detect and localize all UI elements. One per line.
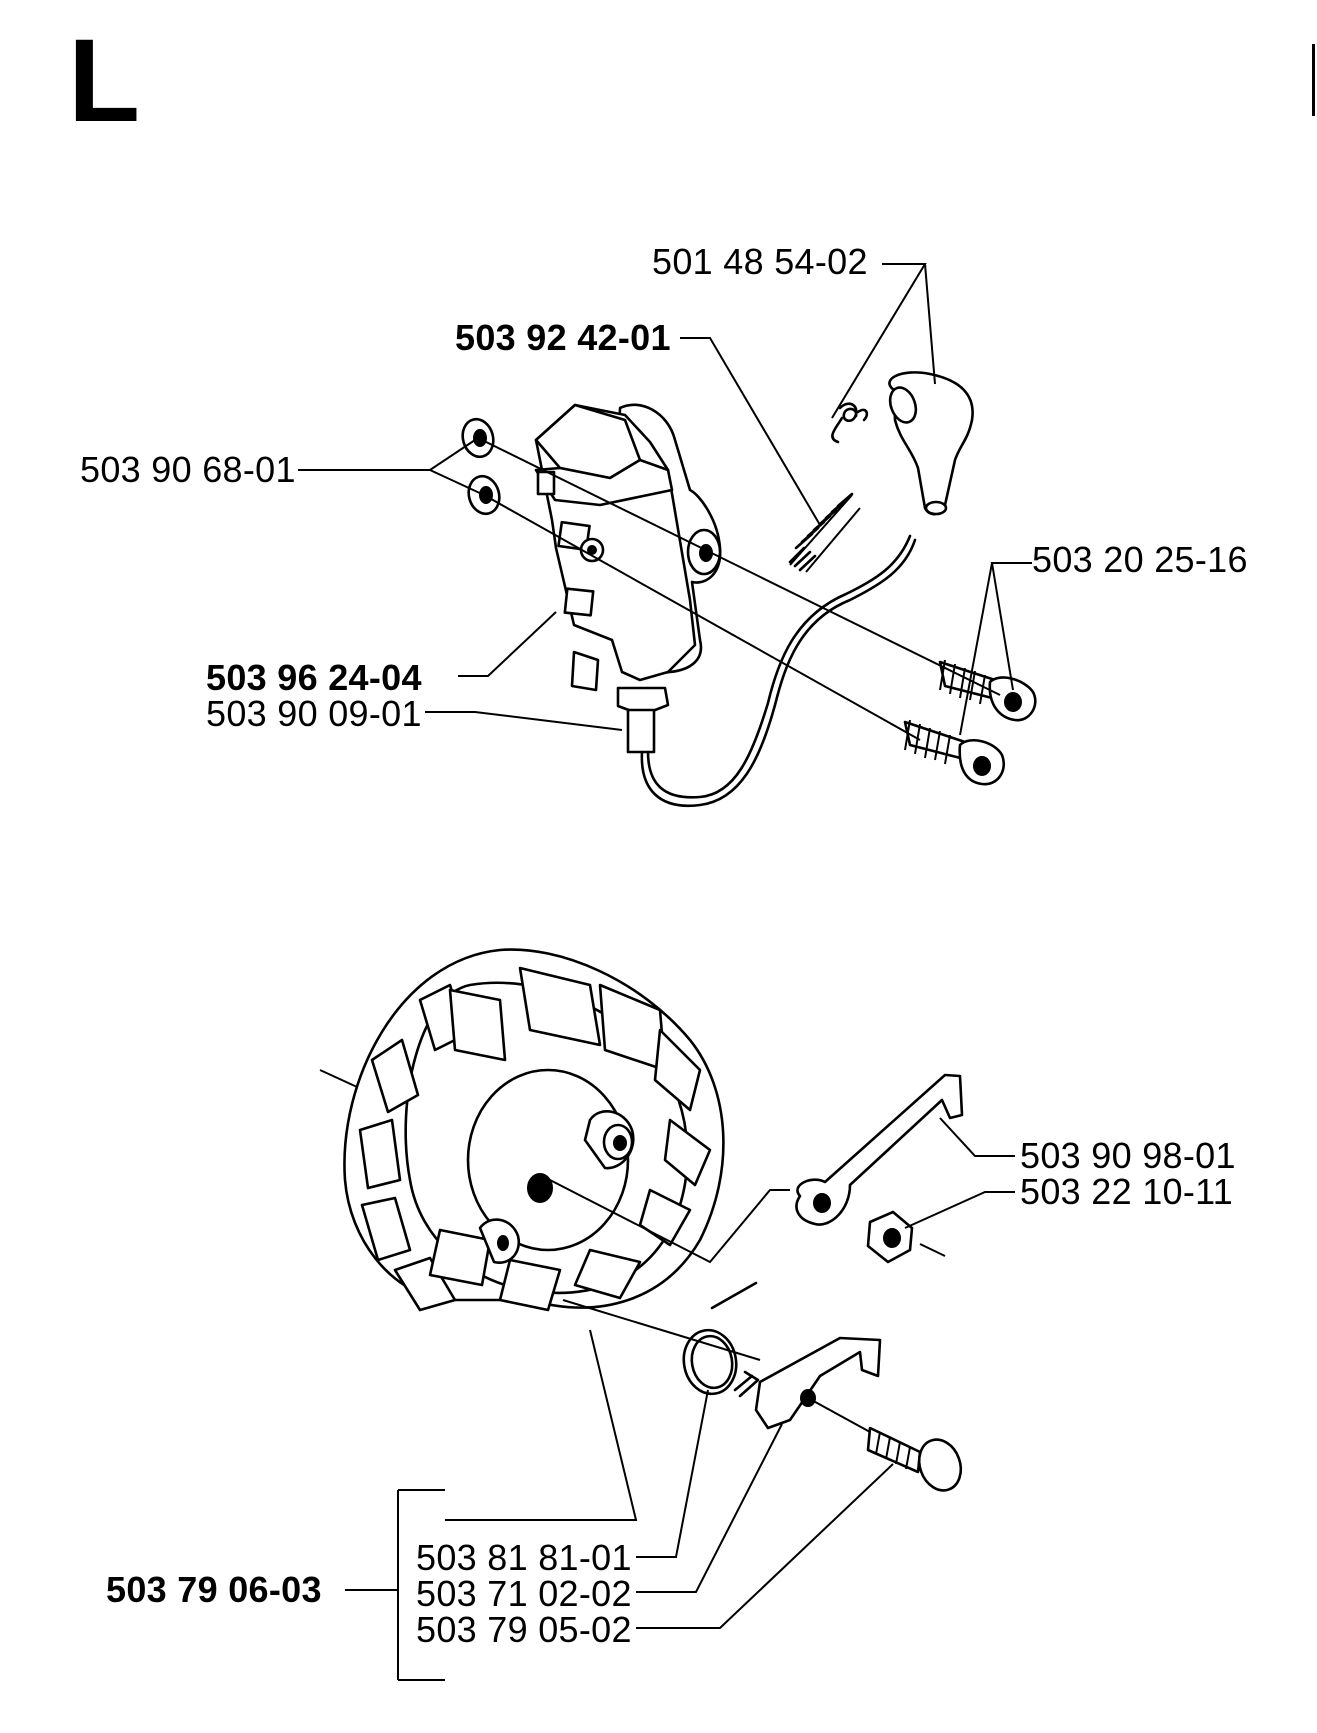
pawl-pin-drawing [807,1397,963,1492]
spark-plug-boot-drawing [831,371,974,516]
part-number-label-503-96-24-04: 503 96 24-04 [206,657,422,698]
part-number-label-503-20-25-16: 503 20 25-16 [1032,539,1248,580]
page-edge-mark [1312,44,1315,116]
part-number-label-501-48-54-02: 501 48 54-02 [652,241,868,282]
top-leader-lines [298,263,1032,741]
part-number-label-503-90-98-01: 503 90 98-01 [1020,1135,1236,1176]
part-number-label-503-22-10-11: 503 22 10-11 [1020,1171,1234,1212]
ignition-module-drawing [534,403,917,808]
part-number-label-503-92-42-01: 503 92 42-01 [455,317,671,358]
starter-pawl-drawing [795,1073,964,1264]
part-number-label-503-71-02-02: 503 71 02-02 [416,1573,632,1614]
bottom-leader-lines [345,1117,1015,1681]
part-number-label-503-79-06-03: 503 79 06-03 [106,1569,322,1610]
part-number-label-503-90-09-01: 503 90 09-01 [206,693,422,734]
flywheel-spring-drawing [682,1281,760,1398]
part-number-label-503-90-68-01: 503 90 68-01 [80,449,296,490]
part-number-label-503-81-81-01: 503 81 81-01 [416,1537,632,1578]
spark-spring-drawing [788,492,861,573]
part-number-label-503-79-05-02: 503 79 05-02 [416,1609,632,1650]
section-letter: L [68,15,141,147]
flywheel-drawing [319,948,725,1312]
flywheel-pawl-drawing [754,1336,882,1430]
